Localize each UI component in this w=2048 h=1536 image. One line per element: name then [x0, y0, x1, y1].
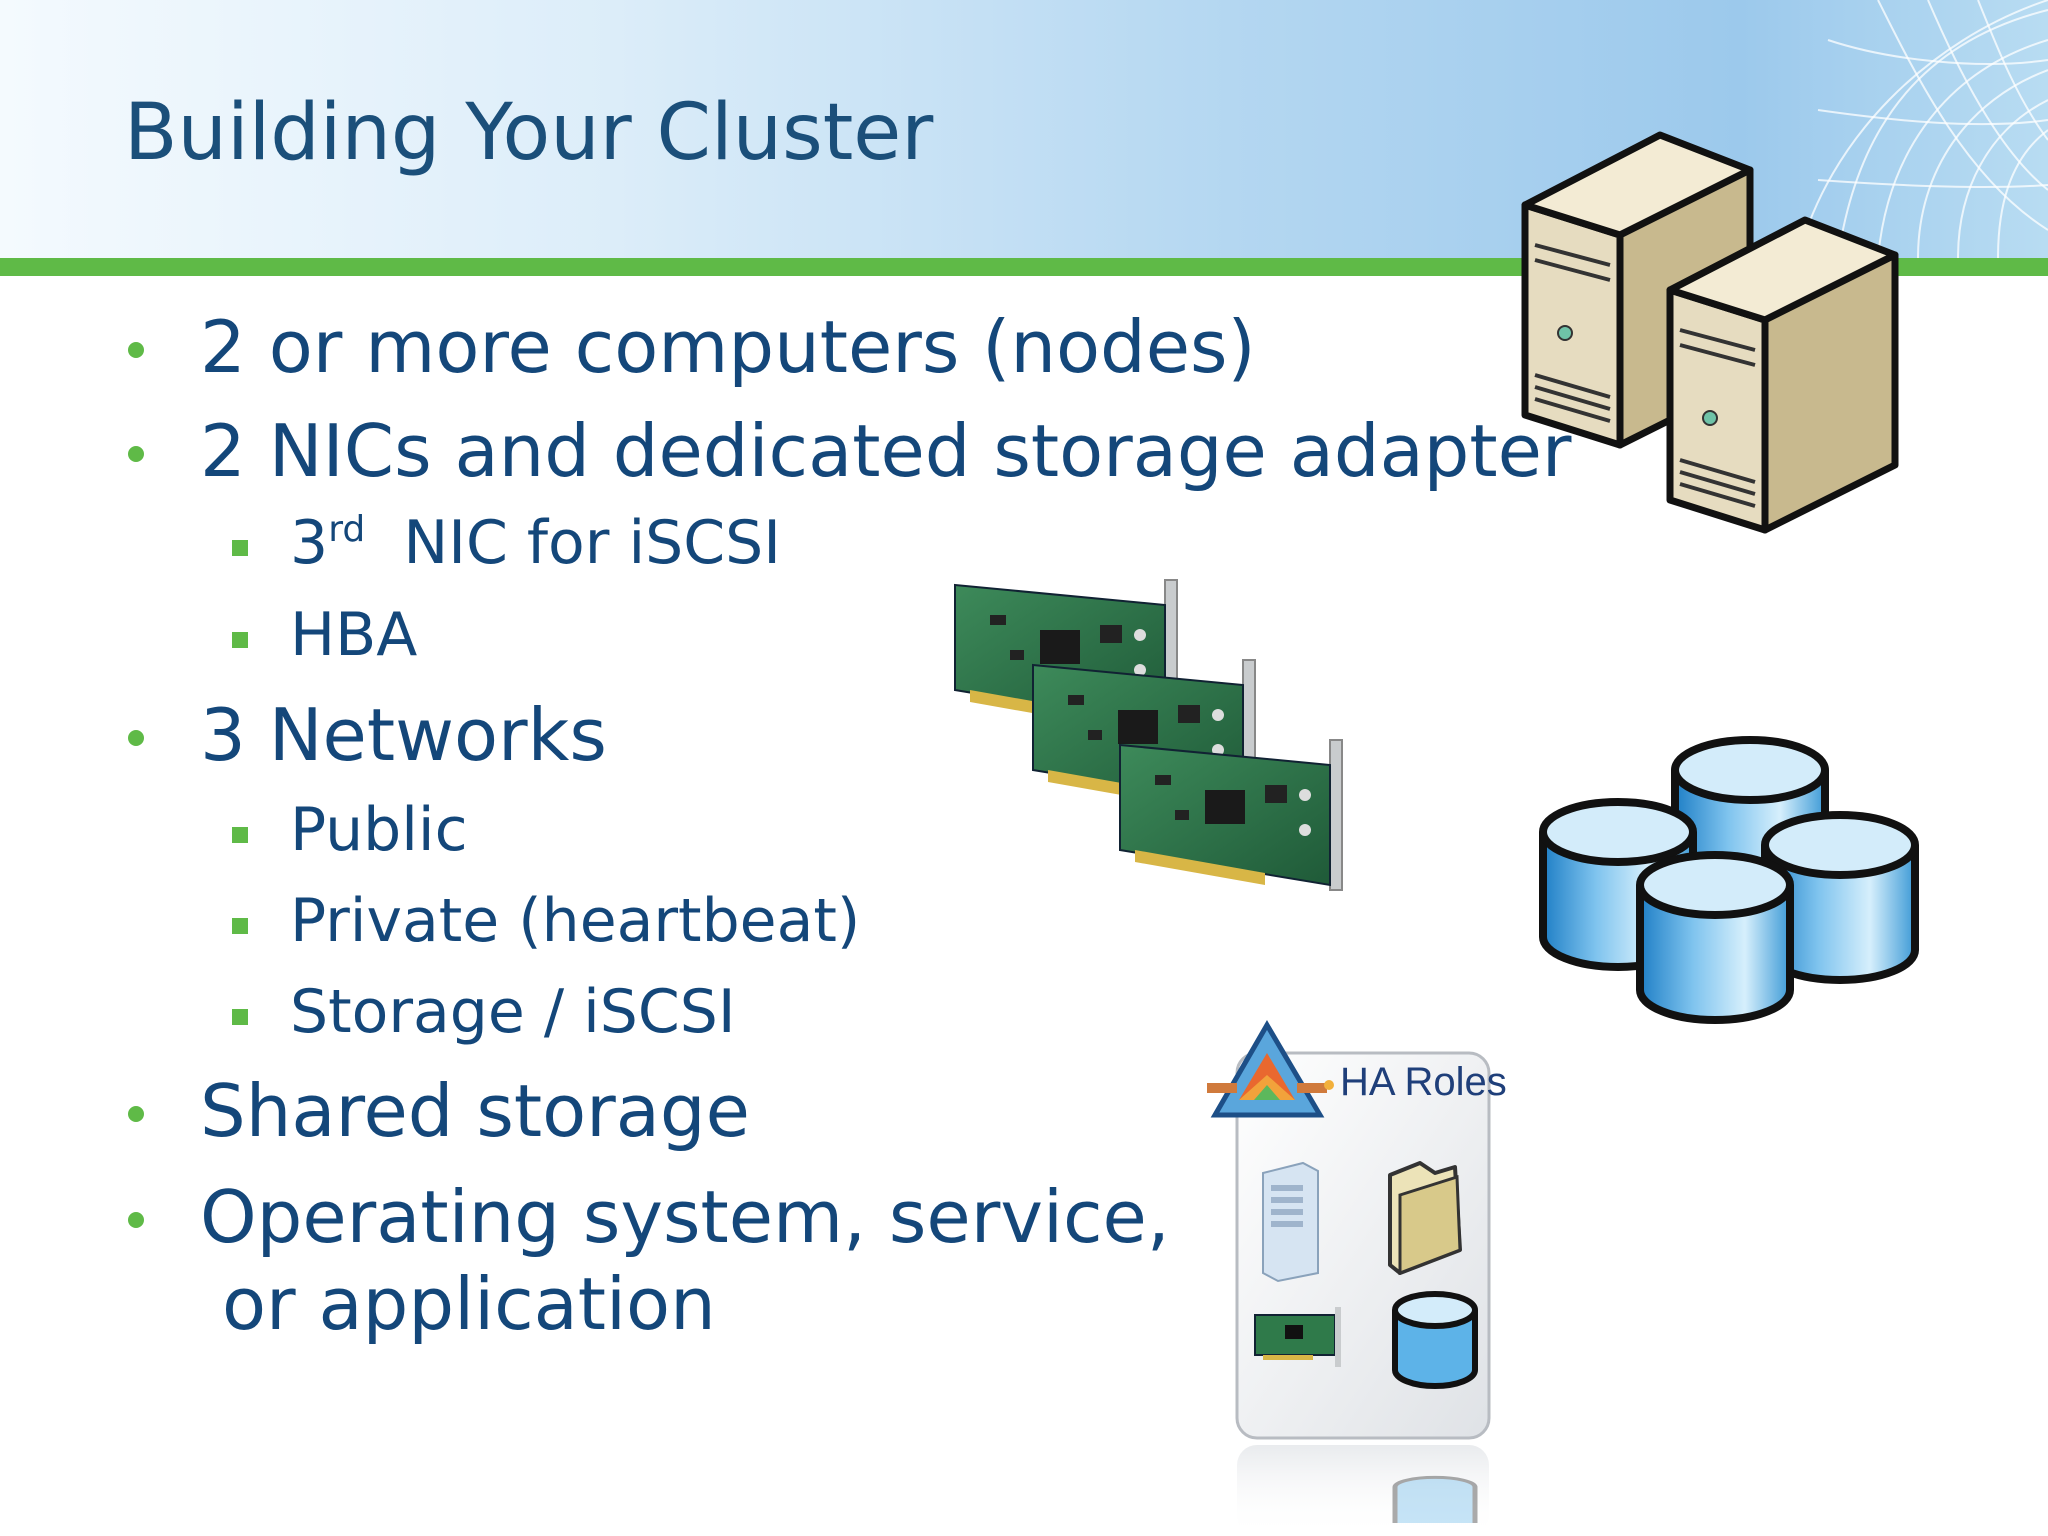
- sub-bullet-storage-iscsi: Storage / iSCSI: [290, 977, 736, 1047]
- ha-roles-label: HA Roles: [1340, 1060, 1507, 1104]
- sub-bullet-public: Public: [290, 795, 468, 865]
- bullet-marker: [128, 446, 144, 462]
- database-disks-icon: [1539, 736, 1919, 1024]
- bullet-shared-storage: Shared storage: [200, 1069, 750, 1153]
- bullet-nodes: 2 or more computers (nodes): [200, 305, 1256, 389]
- server-towers-icon: [1521, 131, 1899, 534]
- header-banner: [0, 0, 2048, 258]
- sub-bullet-marker: [232, 540, 248, 556]
- sub-bullet-third-nic: 3rd NIC for iSCSI: [290, 508, 781, 578]
- sub-bullet-hba: HBA: [290, 600, 418, 670]
- bullet-operating-system-cont: or application: [222, 1262, 716, 1346]
- bullet-networks: 3 Networks: [200, 693, 607, 777]
- bullet-marker: [128, 1212, 144, 1228]
- network-cards-icon: [954, 579, 1343, 891]
- sub-bullet-marker: [232, 827, 248, 843]
- bullet-marker: [128, 342, 144, 358]
- sub-bullet-marker: [232, 1009, 248, 1025]
- bullet-marker: [128, 730, 144, 746]
- sub-bullet-private: Private (heartbeat): [290, 886, 861, 956]
- wireframe-globe-decoration: [1797, 0, 2048, 258]
- bullet-marker: [128, 1106, 144, 1122]
- slide-title: Building Your Cluster: [124, 88, 934, 178]
- bullet-nics: 2 NICs and dedicated storage adapter: [200, 409, 1572, 493]
- ha-roles-icon: [1207, 1020, 1491, 1536]
- bullet-operating-system: Operating system, service,: [200, 1175, 1170, 1259]
- sub-bullet-marker: [232, 632, 248, 648]
- sub-bullet-marker: [232, 918, 248, 934]
